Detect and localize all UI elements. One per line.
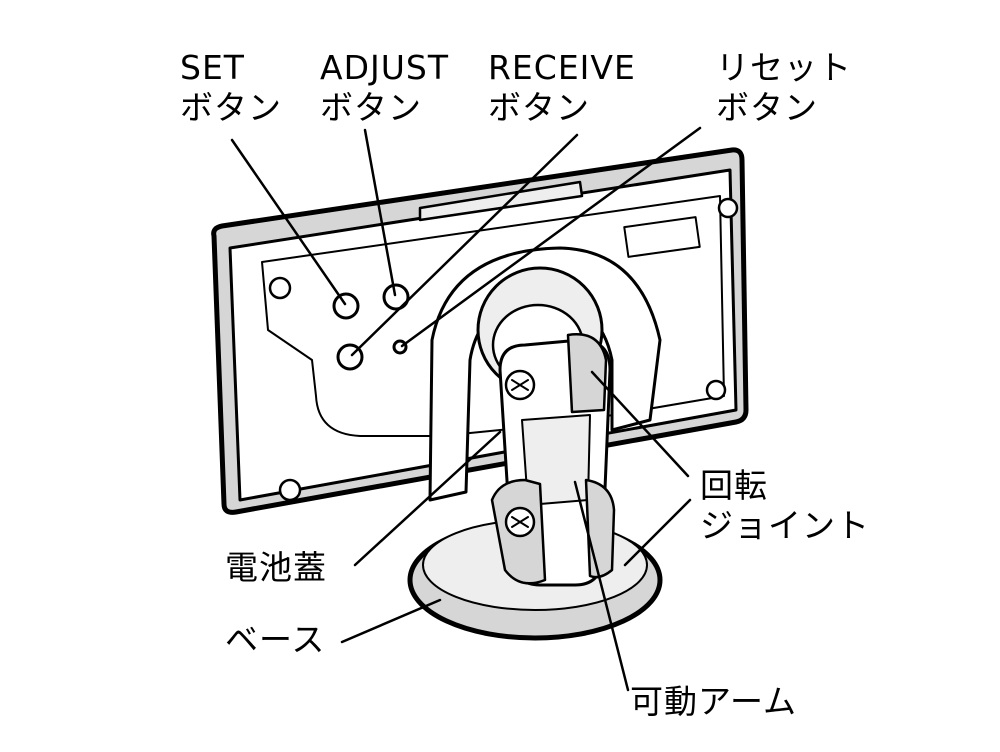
joint-screws [504, 369, 536, 538]
label-line: SET [180, 48, 245, 87]
label-line: ジョイント [700, 506, 870, 545]
adjust-button-shape [382, 283, 410, 311]
receive-button-label: RECEIVE ボタン [488, 48, 636, 128]
label-line: RECEIVE [488, 48, 636, 87]
label-line: 回転 [700, 466, 768, 505]
movable-arm-label: 可動アーム [630, 682, 798, 721]
buttons [332, 283, 410, 371]
battery-cover-label: 電池蓋 [225, 548, 327, 587]
set-button-label: SET ボタン [180, 48, 282, 128]
label-line: ボタン [320, 88, 422, 127]
label-line: ADJUST [320, 48, 449, 87]
set-button-shape [332, 292, 360, 320]
reset-button-label: リセット ボタン [716, 48, 852, 128]
leader-lines [230, 126, 702, 692]
label-line: リセット [716, 48, 852, 87]
label-line: ボタン [488, 88, 590, 127]
reset-button-shape [392, 339, 408, 355]
base-label: ベース [225, 620, 326, 659]
label-line: ボタン [716, 88, 818, 127]
screw-holes [268, 197, 739, 502]
label-line: ボタン [180, 88, 282, 127]
adjust-button-label: ADJUST ボタン [320, 48, 449, 128]
rotation-joint-label: 回転 ジョイント [700, 466, 870, 546]
